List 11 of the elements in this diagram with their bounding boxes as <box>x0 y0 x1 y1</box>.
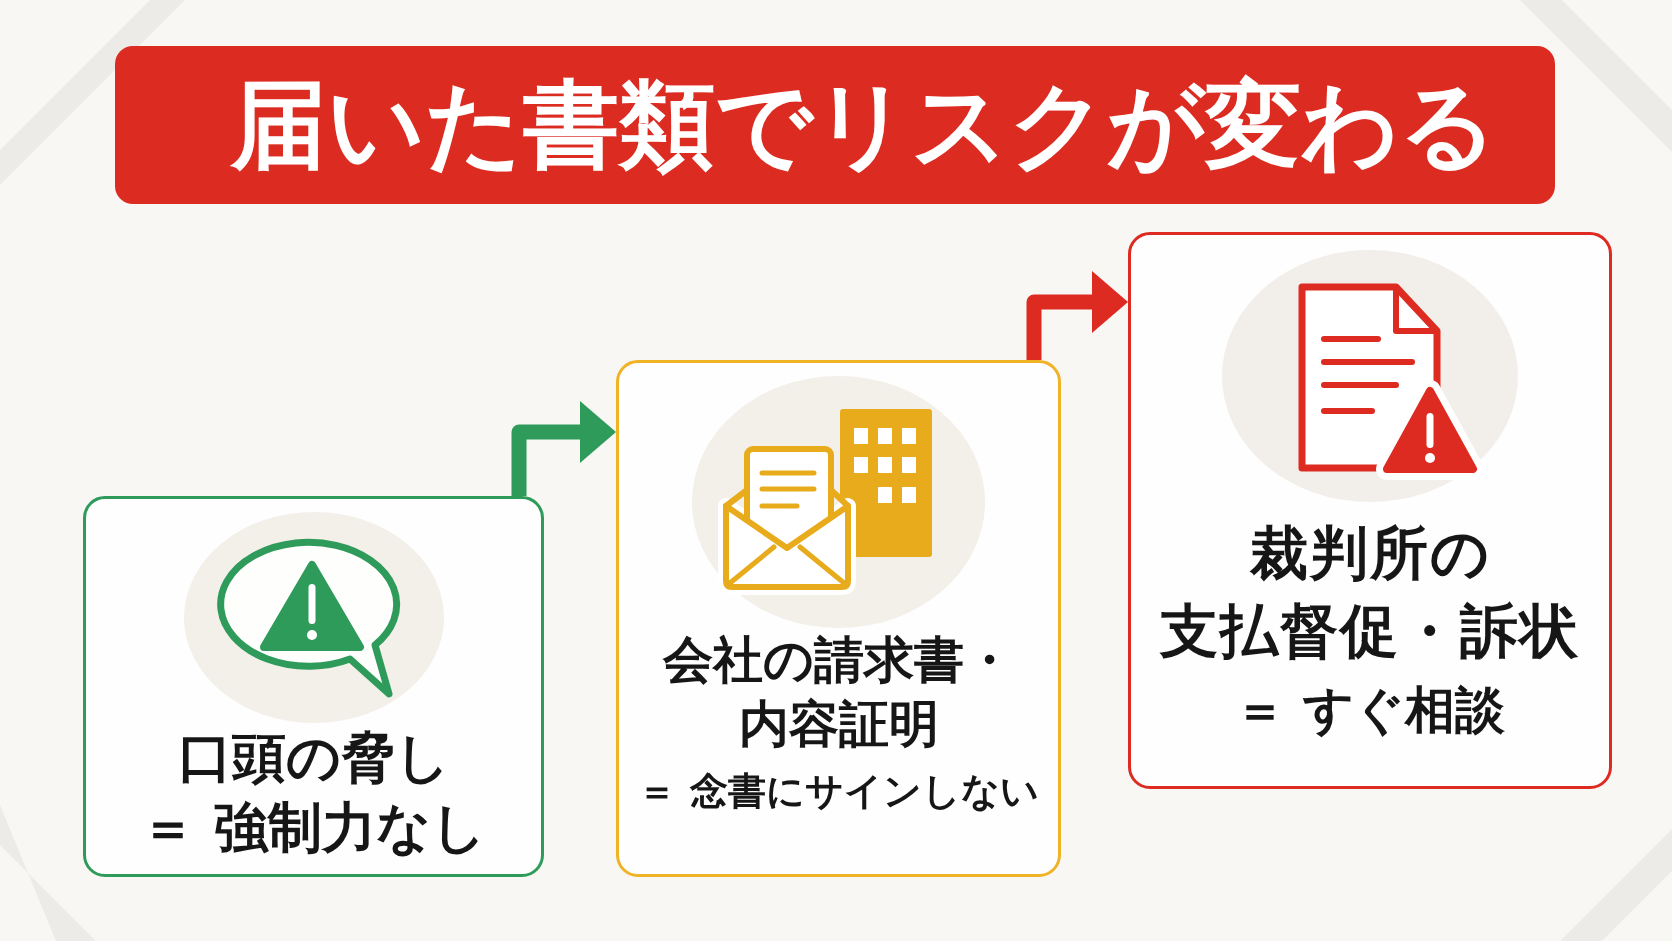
card-heading: 口頭の脅し <box>177 725 450 791</box>
bent-arrow <box>511 401 616 496</box>
step-card <box>616 360 1061 877</box>
title: 届いた書類でリスクが変わる <box>231 68 1497 183</box>
card-note: ＝ 念書にサインしない <box>638 768 1039 815</box>
step-card <box>1128 232 1612 789</box>
card-heading: 会社の請求書・内容証明 <box>663 630 1014 755</box>
card-note: ＝ すぐ相談 <box>1235 680 1505 741</box>
card-note: ＝ 強制力なし <box>141 795 486 861</box>
step-card <box>83 496 544 877</box>
card-heading: 裁判所の支払督促・訴状 <box>1160 518 1580 667</box>
